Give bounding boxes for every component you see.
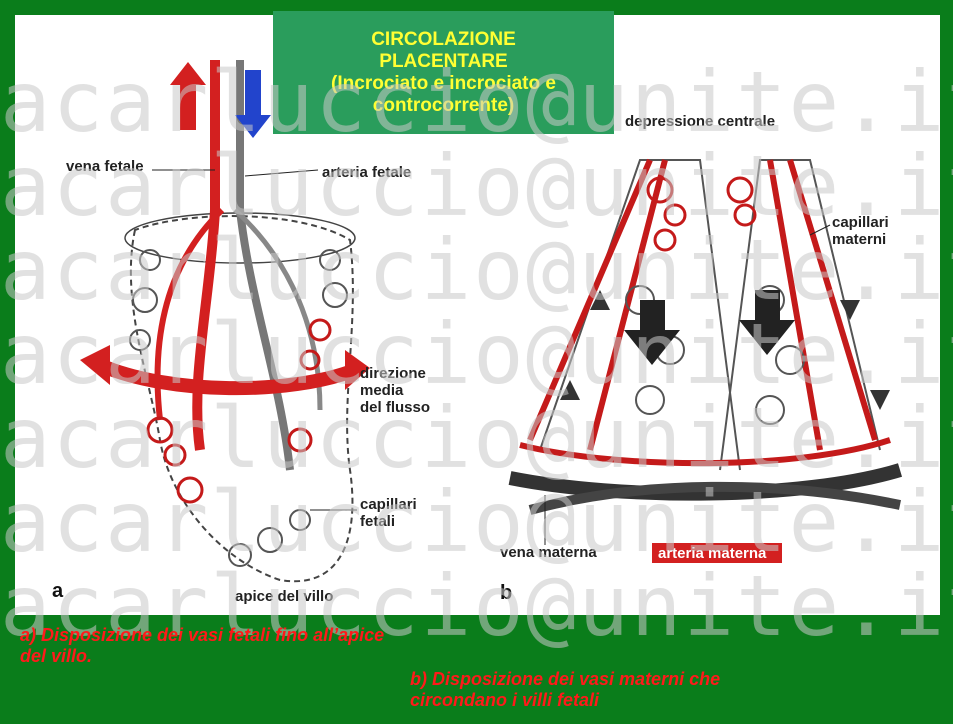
label-direzione-line-3: del flusso <box>360 399 430 416</box>
label-apice-villo: apice del villo <box>235 588 333 605</box>
caption-a: a) Disposizione dei vasi fetali fino all… <box>20 625 384 667</box>
label-capillari-fetali-line-1: capillari <box>360 496 417 513</box>
title-line-2: PLACENTARE <box>273 51 614 73</box>
villus-a <box>80 60 370 581</box>
label-capillari-materni-line-1: capillari <box>832 214 889 231</box>
label-arteria-materna: arteria materna <box>658 545 766 562</box>
label-capillari-materni-line-2: materni <box>832 231 889 248</box>
caption-a-line-2: del villo. <box>20 646 384 667</box>
label-direzione-line-2: media <box>360 382 430 399</box>
slide-title: CIRCOLAZIONE PLACENTARE (Incrociato e in… <box>273 11 614 134</box>
caption-b: b) Disposizione dei vasi materni che cir… <box>410 669 720 711</box>
panel-letter-a: a <box>52 580 63 603</box>
panel-letter-b: b <box>500 582 512 605</box>
caption-a-line-1: a) Disposizione dei vasi fetali fino all… <box>20 625 384 646</box>
label-direzione-line-1: direzione <box>360 365 430 382</box>
caption-b-line-1: b) Disposizione dei vasi materni che <box>410 669 720 690</box>
caption-b-line-2: circondano i villi fetali <box>410 690 720 711</box>
label-capillari-materni: capillari materni <box>832 214 889 248</box>
label-depressione-centrale: depressione centrale <box>625 113 775 130</box>
label-vena-fetale: vena fetale <box>66 158 144 175</box>
label-arteria-fetale: arteria fetale <box>322 164 411 181</box>
label-vena-materna: vena materna <box>500 544 597 561</box>
label-direzione-media-flusso: direzione media del flusso <box>360 365 430 416</box>
label-capillari-fetali: capillari fetali <box>360 496 417 530</box>
title-line-1: CIRCOLAZIONE <box>273 29 614 51</box>
title-line-4: controcorrente) <box>273 95 614 117</box>
label-capillari-fetali-line-2: fetali <box>360 513 417 530</box>
title-line-3: (Incrociato e incrociato e <box>273 73 614 95</box>
